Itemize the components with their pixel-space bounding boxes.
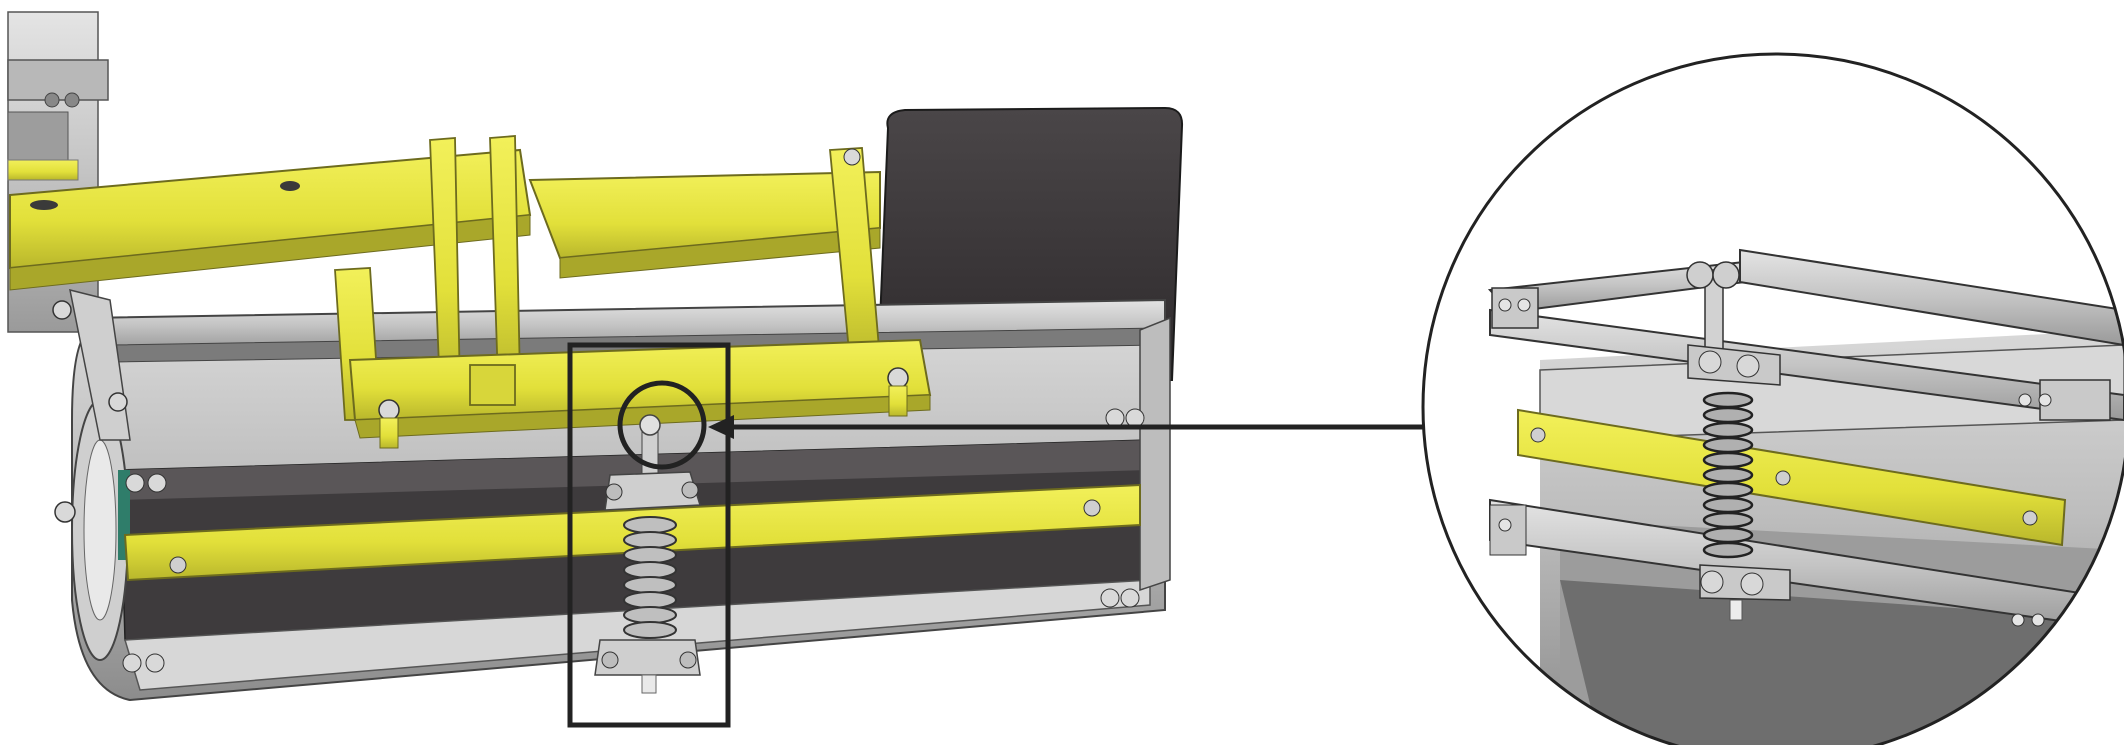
highlight-box — [567, 342, 731, 728]
detail-zoom-view — [1421, 52, 2124, 745]
detail-spring-assembly — [1686, 261, 1791, 621]
highlight-circle — [617, 380, 707, 470]
callout-arrow — [708, 415, 1425, 439]
yellow-main-beam — [9, 148, 881, 291]
detail-yellow-bar — [1517, 408, 2067, 547]
main-assembly-view — [7, 11, 1184, 728]
detail-upper-frame — [1487, 248, 2124, 422]
detail-circle-border — [1421, 52, 2124, 745]
yellow-scraper-bar — [123, 483, 1141, 582]
detail-coil-spring — [1702, 391, 1754, 559]
coil-spring — [623, 516, 677, 639]
yellow-mount-brackets — [334, 135, 932, 449]
